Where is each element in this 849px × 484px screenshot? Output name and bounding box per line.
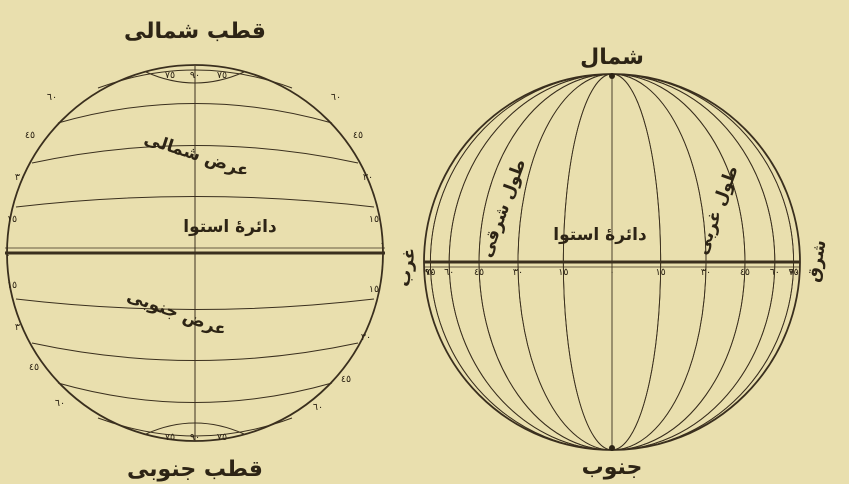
deg-left-s60: ٦٠	[55, 398, 65, 409]
deg-right-n15: ١٥	[369, 214, 379, 225]
meridian-number: ٤٥	[474, 267, 484, 278]
south-label: جنوب	[582, 455, 643, 480]
outer-right-label: شرق	[804, 238, 831, 283]
top-cap-3: ٧٥	[217, 70, 227, 81]
meridian-number: ٦٠	[770, 267, 780, 278]
deg-right-n60: ٦٠	[331, 92, 341, 103]
north-latitude-label: عرض شمالی	[142, 129, 252, 182]
top-cap-2: ٩٠	[190, 70, 200, 81]
deg-left-s30: ٣٠	[15, 322, 25, 333]
left-east-mark: ٠	[379, 238, 384, 249]
north-pole-label: قطب شمالی	[124, 19, 266, 44]
deg-right-s45: ٤٥	[341, 374, 351, 385]
south-pole-point	[609, 445, 615, 451]
deg-right-n30: ٣٠	[363, 172, 373, 183]
meridian-number: ٧٥	[425, 267, 435, 278]
deg-left-n45: ٤٥	[25, 130, 35, 141]
deg-left-n30: ٣٠	[15, 172, 25, 183]
deg-right-s30: ٣٠	[361, 332, 371, 343]
meridian-number: ١٥	[656, 267, 666, 278]
deg-right-s60: ٦٠	[313, 402, 323, 413]
deg-left-s45: ٤٥	[29, 362, 39, 373]
south-pole-label: قطب جنوبی	[127, 457, 263, 482]
meridian-number: ٤٥	[740, 267, 750, 278]
meridian-number: ٩٠	[789, 267, 799, 278]
top-cap-1: ٧٥	[165, 70, 175, 81]
deg-right-s15: ١٥	[369, 284, 379, 295]
outer-left-label: غرب	[394, 246, 421, 288]
south-latitude-label: عرض جنوبی	[124, 286, 229, 341]
north-pole-point	[609, 73, 615, 79]
deg-right-n45: ٤٥	[353, 130, 363, 141]
meridian-number: ٠	[609, 267, 614, 278]
right-equator-label: دائرهٔ استوا	[553, 225, 647, 245]
deg-left-n60: ٦٠	[47, 92, 57, 103]
meridian-number: ٣٠	[513, 267, 523, 278]
deg-left-n15: ١٥	[7, 214, 17, 225]
left-west-mark: ٠	[5, 250, 10, 261]
bottom-cap-3: ٧٥	[217, 432, 227, 443]
left-globe: قطب شمالی قطب جنوبی دائرهٔ استوا عرض شما…	[5, 19, 385, 482]
deg-left-s15: ١٥	[7, 280, 17, 291]
bottom-cap-2: ٩٠	[190, 432, 200, 443]
meridian-number: ٣٠	[701, 267, 711, 278]
north-label: شمال	[580, 45, 644, 70]
left-equator-label: دائرهٔ استوا	[183, 217, 277, 237]
meridian-number: ١٥	[558, 267, 568, 278]
west-longitude-label: طول غربی	[692, 163, 743, 257]
bottom-cap-1: ٧٥	[165, 432, 175, 443]
meridian-number: ٦٠	[444, 267, 454, 278]
